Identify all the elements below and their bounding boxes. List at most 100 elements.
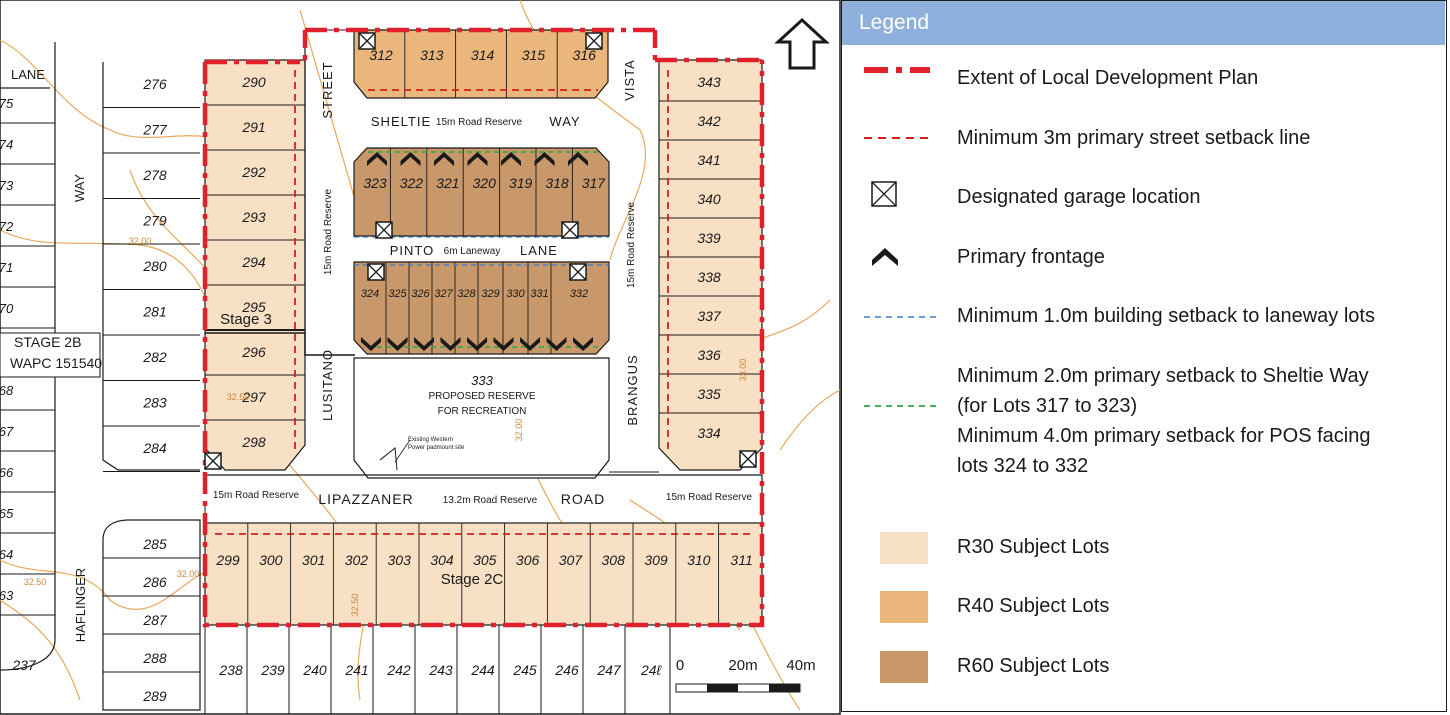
- lot-number-r60: 320: [473, 175, 497, 191]
- garage-icon: [375, 221, 393, 239]
- proposed-reserve: [353, 357, 610, 479]
- outer-lot-number: 281: [142, 304, 166, 320]
- outer-lot-number: 280: [142, 258, 167, 274]
- lot-number-r60: 319: [509, 175, 533, 191]
- outer-lot-number: 245: [512, 662, 537, 678]
- primary-frontage-icon: [361, 337, 381, 351]
- garage-icon: [204, 452, 222, 470]
- reserve-label: FOR RECREATION: [438, 406, 527, 417]
- lot-number-r30: 342: [697, 113, 721, 129]
- plan-symbols: [204, 32, 757, 470]
- stage-2b-box: [0, 332, 101, 378]
- contour-label: 32.00: [514, 419, 524, 442]
- outer-lot-number: 286: [142, 574, 167, 590]
- contour-label: 32.50: [24, 577, 47, 587]
- lot-number-r60: 321: [436, 175, 459, 191]
- lot-number-r30: 334: [697, 425, 721, 441]
- street-name-lusitano: LUSITANO: [320, 349, 335, 421]
- outer-lot-number: 243: [428, 662, 453, 678]
- legend-label-garage: Designated garage location: [957, 186, 1201, 208]
- lot-number-r30: 300: [259, 552, 283, 568]
- outer-lot-number: 276: [142, 76, 167, 92]
- scale-bar-segment: [769, 684, 800, 692]
- lot-number-far-left: 74: [0, 137, 13, 152]
- road-reserve-sheltie: 15m Road Reserve: [436, 117, 523, 128]
- primary-frontage-icon: [520, 337, 540, 351]
- road-reserve-right: 15m Road Reserve: [666, 492, 753, 503]
- legend-swatch-r30: [880, 532, 928, 564]
- lot-number-far-left: 71: [0, 260, 13, 275]
- primary-frontage-icon: [367, 152, 387, 166]
- lot-number-r40: 315: [522, 47, 546, 63]
- legend-symbol-extent: [862, 62, 932, 83]
- legend-label-r60: R60 Subject Lots: [957, 655, 1110, 677]
- lot-number-r30: 310: [687, 552, 711, 568]
- lot-number-r60: 324: [361, 288, 379, 300]
- lot-number-r30: 298: [241, 434, 266, 450]
- outer-lot-number: 285: [142, 536, 167, 552]
- outer-lot-number: 277: [142, 122, 168, 138]
- lot-number-r30: 299: [215, 552, 240, 568]
- scale-bar-segment: [707, 684, 738, 692]
- lot-number-far-left: 64: [0, 547, 13, 562]
- lot-number-far-left: 68: [0, 383, 14, 398]
- lot-number-far-left: 67: [0, 424, 14, 439]
- lot-number-far-left: 63: [0, 588, 14, 603]
- reserve-number: 333: [471, 373, 493, 388]
- outer-lot-number: 238: [218, 662, 243, 678]
- legend-header: Legend: [842, 1, 1445, 45]
- garage-icon: [561, 221, 579, 239]
- garage-cross: [375, 221, 393, 239]
- lot-number-r60: 327: [434, 288, 453, 300]
- lot-number-r30: 308: [602, 552, 626, 568]
- primary-frontage-icon: [434, 152, 454, 166]
- street-name-brangus: BRANGUS: [625, 354, 640, 425]
- legend-symbol-laneway-setback: [862, 310, 942, 328]
- lot-boundary: [0, 42, 56, 671]
- contour-label: 32.50: [227, 392, 250, 402]
- primary-frontage-icon: [467, 152, 488, 166]
- lot-number-r30: 303: [388, 552, 412, 568]
- padmount-leader: [394, 439, 411, 463]
- street-name-vista: VISTA: [622, 59, 637, 101]
- street-name-road: ROAD: [561, 491, 605, 507]
- garage-cross: [585, 32, 603, 50]
- legend-label-sheltie-setback: Minimum 2.0m primary setback to Sheltie …: [957, 365, 1369, 387]
- lot-number-far-left: 72: [0, 219, 14, 234]
- lot-number-r30: 339: [697, 230, 721, 246]
- garage-icon: [367, 263, 385, 281]
- lot-number-r60: 326: [411, 288, 430, 300]
- lot-number-r30: 291: [241, 119, 265, 135]
- lot-number-r60: 323: [363, 175, 387, 191]
- contour-label: 32.50: [350, 594, 360, 617]
- lot-number-r40: 312: [369, 47, 393, 63]
- road-reserve-brangus: 15m Road Reserve: [626, 201, 637, 288]
- lot-number-r30: 301: [302, 552, 325, 568]
- lot-number-far-left: 65: [0, 506, 14, 521]
- block-r30-bottom: [204, 522, 763, 626]
- lot-number-r30: 338: [697, 269, 721, 285]
- lot-number-r30: 295: [241, 299, 266, 315]
- road-reserve-pinto: 6m Laneway: [444, 246, 501, 257]
- contour-line: [0, 39, 241, 151]
- primary-frontage-icon: [440, 337, 461, 351]
- primary-frontage-icon: [568, 152, 588, 166]
- lot-number-r30: 302: [345, 552, 369, 568]
- outer-lot-number: 242: [386, 662, 411, 678]
- garage-cross: [358, 32, 376, 50]
- padmount-note: Power padmount site: [408, 445, 465, 451]
- primary-frontage-icon: [546, 337, 567, 351]
- outer-lot-number: 284: [142, 440, 167, 456]
- lot-number-r30: 292: [241, 164, 266, 180]
- street-name-way: WAY: [72, 174, 87, 202]
- contour-label: 32.00: [129, 236, 152, 246]
- lot-number-r30: 311: [730, 552, 752, 568]
- primary-frontage-icon: [870, 244, 900, 273]
- scale-label-zero: 0: [676, 657, 684, 674]
- lot-number-r30: 304: [430, 552, 454, 568]
- north-arrow-icon: [774, 17, 830, 70]
- lot-number-r30: 296: [241, 344, 266, 360]
